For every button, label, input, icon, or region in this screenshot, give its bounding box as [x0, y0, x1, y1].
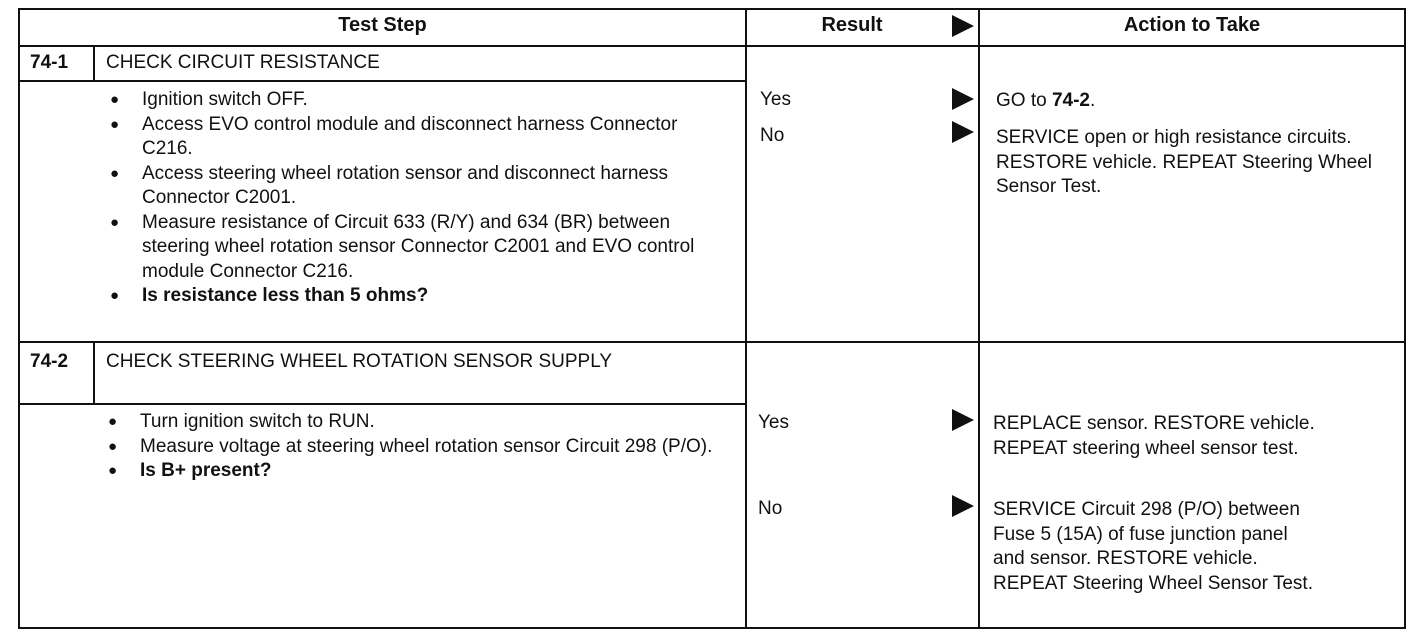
result-yes: Yes [760, 89, 791, 110]
header-result: Result [821, 14, 883, 36]
instruction-question: Is B+ present? [104, 459, 724, 484]
action-goto: GO to 74-2. [996, 90, 1096, 111]
step-instructions: Ignition switch OFF. Access EVO control … [106, 88, 706, 309]
result-yes: Yes [758, 412, 789, 433]
action-text: SERVICE open or high resistance circuits… [996, 127, 1372, 197]
table-top-border [18, 8, 1406, 10]
number-column-divider-1 [93, 45, 95, 82]
table-bottom-border [18, 627, 1406, 629]
header-arrow-icon [952, 15, 974, 37]
test-step-column-divider [745, 8, 747, 629]
header-bottom-border [18, 45, 1406, 47]
step-title: CHECK STEERING WHEEL ROTATION SENSOR SUP… [106, 351, 613, 372]
step1-title-bottom-border [18, 80, 746, 82]
instruction-item: Access EVO control module and disconnect… [106, 113, 706, 162]
instruction-item: Measure voltage at steering wheel rotati… [104, 435, 724, 460]
instruction-item: Access steering wheel rotation sensor an… [106, 162, 706, 211]
step-number: 74-1 [30, 52, 69, 73]
instruction-item: Turn ignition switch to RUN. [104, 410, 724, 435]
instruction-question: Is resistance less than 5 ohms? [106, 284, 706, 309]
result-arrow-icon [952, 121, 974, 143]
action-text: REPLACE sensor. RESTORE vehicle. REPEAT … [993, 413, 1315, 459]
header-test-step: Test Step [338, 14, 427, 36]
number-column-divider-2 [93, 341, 95, 405]
step-title: CHECK CIRCUIT RESISTANCE [106, 52, 380, 73]
step2-title-bottom-border [18, 403, 746, 405]
instruction-item: Ignition switch OFF. [106, 88, 706, 113]
result-no: No [758, 498, 783, 519]
step-number: 74-2 [30, 351, 69, 372]
result-arrow-icon [952, 409, 974, 431]
result-no: No [760, 125, 785, 146]
action-text: SERVICE Circuit 298 (P/O) between Fuse 5… [993, 499, 1313, 594]
header-action: Action to Take [1123, 14, 1261, 36]
result-arrow-icon [952, 88, 974, 110]
table-right-border [1404, 8, 1406, 629]
table-left-border [18, 8, 20, 629]
instruction-item: Measure resistance of Circuit 633 (R/Y) … [106, 211, 706, 285]
step-separator [18, 341, 1406, 343]
step-instructions: Turn ignition switch to RUN. Measure vol… [104, 410, 724, 484]
result-arrow-icon [952, 495, 974, 517]
action-step-ref: 74-2 [1051, 90, 1090, 111]
result-column-divider [978, 8, 980, 629]
